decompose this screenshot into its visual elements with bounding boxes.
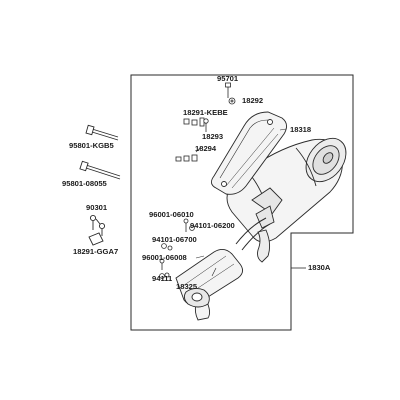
assembly-outline — [130, 74, 354, 331]
hardware-upper — [175, 82, 236, 162]
part-label-18318: 18318 — [290, 125, 312, 134]
part-label-1830a: 1830A — [308, 263, 331, 272]
part-label-96001-06008: 96001-06008 — [142, 253, 187, 262]
heat-shield — [211, 111, 287, 195]
part-label-18291-gga7: 18291-GGA7 — [73, 247, 119, 256]
part-label-94111: 94111 — [152, 274, 173, 283]
part-label-18292: 18292 — [242, 96, 264, 105]
part-label-95801-kgb5: 95801-KGB5 — [69, 141, 114, 150]
part-label-18293: 18293 — [202, 132, 224, 141]
exhaust-pipe — [175, 217, 271, 321]
part-label-96001-06010: 96001-06010 — [149, 210, 194, 219]
part-label-90301: 90301 — [86, 203, 108, 212]
leader-lines — [195, 128, 287, 277]
part-label-95801-08055: 95801-08055 — [62, 179, 107, 188]
part-label-18291-kebe: 18291-KEBE — [183, 108, 228, 117]
loose-parts-left — [79, 124, 121, 246]
hardware-lower — [159, 218, 195, 279]
part-label-18294: 18294 — [195, 144, 217, 153]
part-label-95701: 95701 — [217, 74, 239, 83]
part-label-18325: 18325 — [176, 282, 198, 291]
part-label-94101-06200: 94101-06200 — [190, 221, 235, 230]
part-label-94101-06700: 94101-06700 — [152, 235, 197, 244]
